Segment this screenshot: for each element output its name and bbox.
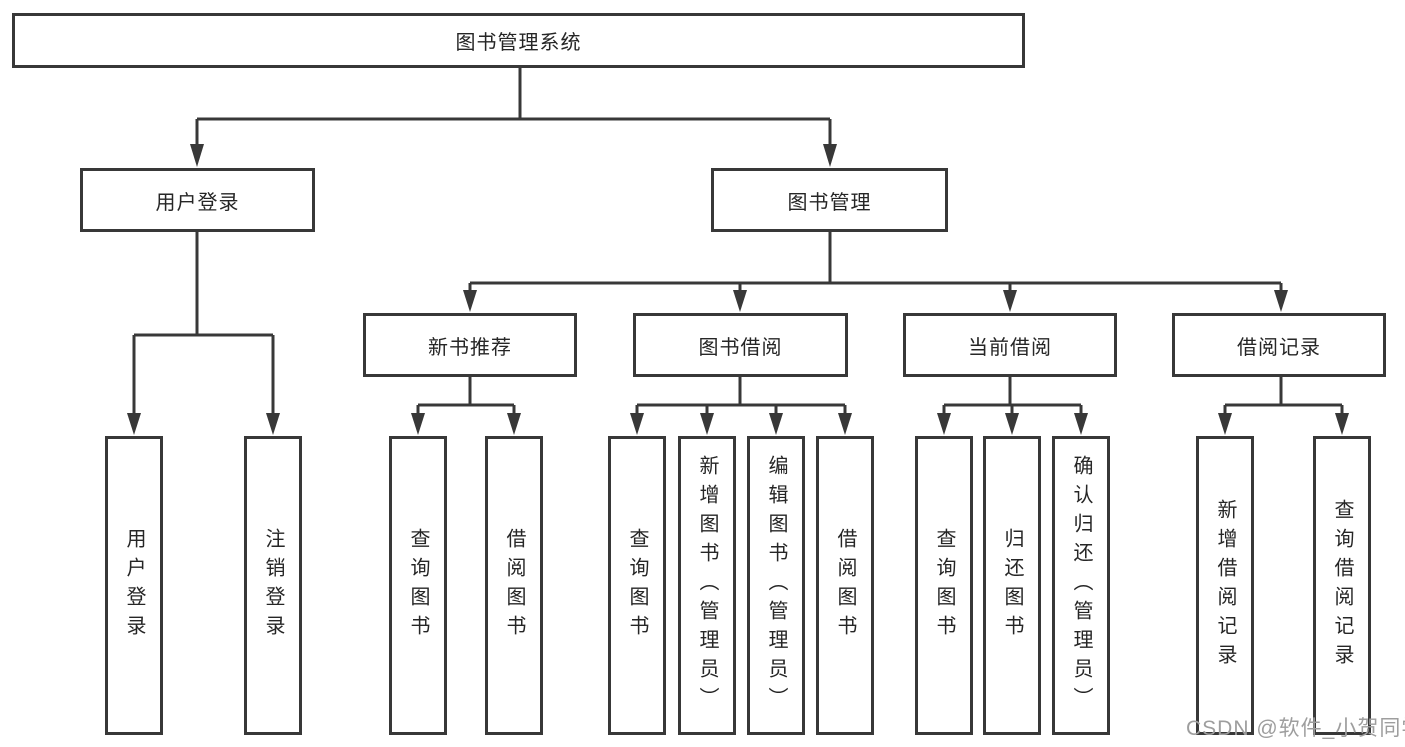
leaf-query-borrow-record-label: 查询借阅记录 <box>1331 498 1353 673</box>
leaf-query-borrow-record: 查询借阅记录 <box>1313 436 1371 735</box>
node-new-book-recommend: 新书推荐 <box>363 313 577 377</box>
leaf-edit-books-admin-label: 编辑图书（管理员） <box>765 455 787 716</box>
csdn-watermark: CSDN @软件_小贺同学 <box>1186 717 1405 740</box>
leaf-query-books-borrowing-label: 查询图书 <box>626 527 648 644</box>
leaf-add-books-admin: 新增图书（管理员） <box>678 436 736 735</box>
leaf-query-books-recommend: 查询图书 <box>389 436 447 735</box>
node-library-management-system: 图书管理系统 <box>12 13 1025 68</box>
leaf-add-books-admin-label: 新增图书（管理员） <box>696 455 718 716</box>
leaf-user-login: 用户登录 <box>105 436 163 735</box>
node-current-borrowing: 当前借阅 <box>903 313 1117 377</box>
leaf-return-books-label: 归还图书 <box>1001 527 1023 644</box>
leaf-add-borrow-record-label: 新增借阅记录 <box>1214 498 1236 673</box>
leaf-query-books-current: 查询图书 <box>915 436 973 735</box>
leaf-confirm-return-admin-label: 确认归还（管理员） <box>1070 455 1092 716</box>
leaf-return-books: 归还图书 <box>983 436 1041 735</box>
leaf-logout: 注销登录 <box>244 436 302 735</box>
leaf-user-login-label: 用户登录 <box>123 527 145 644</box>
node-book-borrowing: 图书借阅 <box>633 313 848 377</box>
leaf-borrow-books-label: 借阅图书 <box>834 527 856 644</box>
node-borrow-records: 借阅记录 <box>1172 313 1386 377</box>
leaf-add-borrow-record: 新增借阅记录 <box>1196 436 1254 735</box>
leaf-confirm-return-admin: 确认归还（管理员） <box>1052 436 1110 735</box>
leaf-borrow-books: 借阅图书 <box>816 436 874 735</box>
leaf-borrow-books-recommend-label: 借阅图书 <box>503 527 525 644</box>
leaf-borrow-books-recommend: 借阅图书 <box>485 436 543 735</box>
leaf-logout-label: 注销登录 <box>262 527 284 644</box>
leaf-query-books-current-label: 查询图书 <box>933 527 955 644</box>
leaf-edit-books-admin: 编辑图书（管理员） <box>747 436 805 735</box>
leaf-query-books-borrowing: 查询图书 <box>608 436 666 735</box>
node-user-login-branch: 用户登录 <box>80 168 315 232</box>
node-book-management-branch: 图书管理 <box>711 168 948 232</box>
leaf-query-books-recommend-label: 查询图书 <box>407 527 429 644</box>
